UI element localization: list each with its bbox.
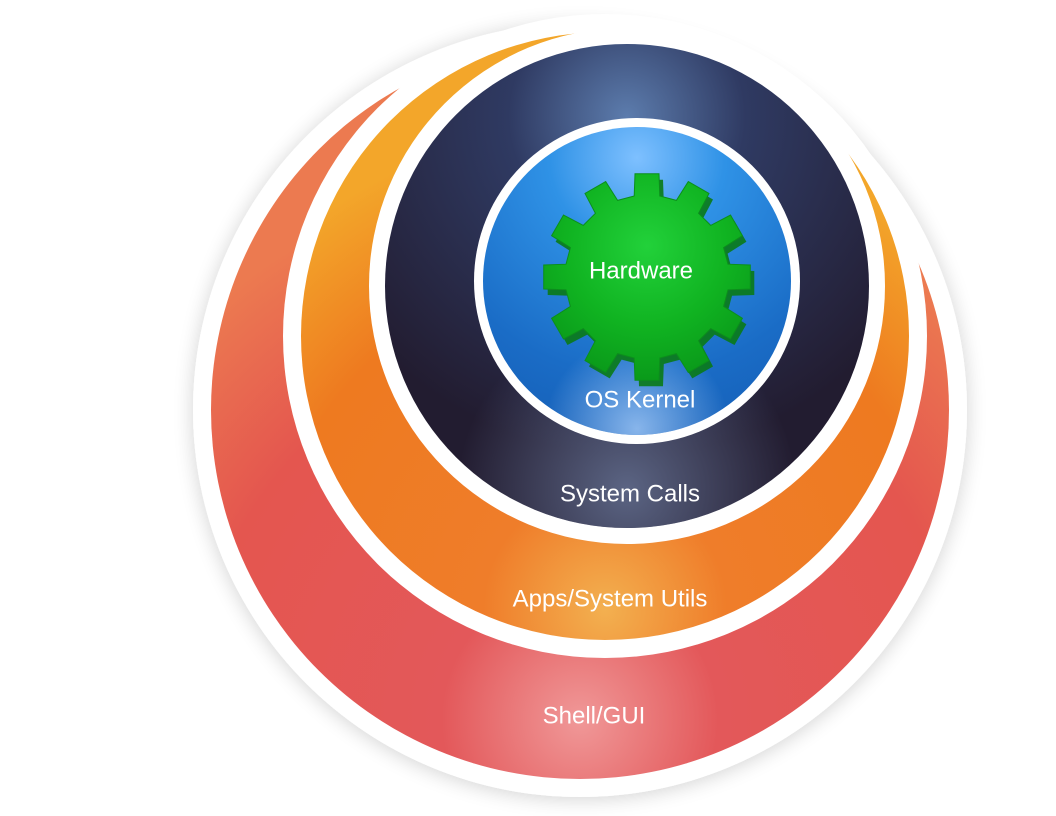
apps-utils-label: Apps/System Utils [513, 585, 708, 612]
shell-gui-label: Shell/GUI [543, 702, 646, 729]
hardware-label: Hardware [589, 257, 693, 284]
system-calls-label: System Calls [560, 480, 700, 507]
os-kernel-label: OS Kernel [585, 386, 696, 413]
gear-icon [543, 173, 755, 387]
